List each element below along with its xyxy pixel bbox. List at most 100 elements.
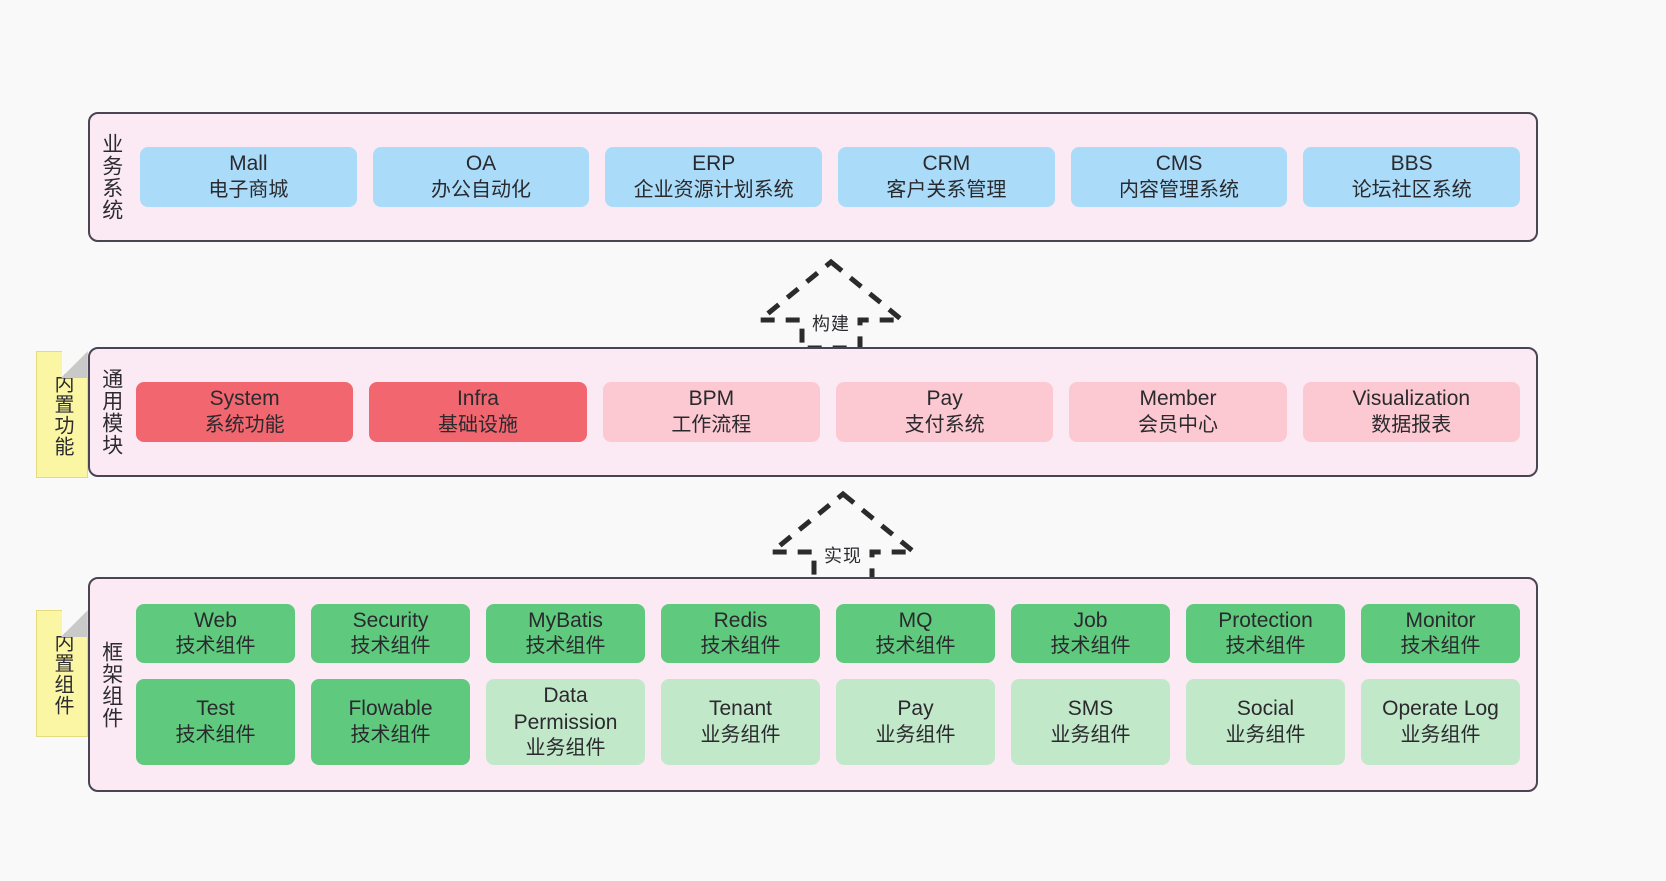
node-title: System xyxy=(209,387,280,411)
node-title: BPM xyxy=(688,387,735,411)
node-cms[interactable]: CMS 内容管理系统 xyxy=(1070,147,1288,207)
node-subtitle: 业务组件 xyxy=(525,737,606,760)
node-title: Visualization xyxy=(1352,387,1471,411)
node-title: Web xyxy=(194,608,237,632)
layer-row: Mall 电子商城 OA 办公自动化 ERP 企业资源计划系统 CRM 客户关系… xyxy=(140,147,1521,207)
layer-title-framework-component: 框架组件 xyxy=(99,640,123,729)
node-bpm[interactable]: BPM 工作流程 xyxy=(602,382,820,442)
node-subtitle: 业务组件 xyxy=(700,723,781,746)
node-title: Security xyxy=(352,608,429,632)
arrow-outline-implement xyxy=(768,490,918,582)
note-fold-icon xyxy=(62,610,88,636)
node-title: MQ xyxy=(898,608,933,632)
layer-body-business-system: Mall 电子商城 OA 办公自动化 ERP 企业资源计划系统 CRM 客户关系… xyxy=(132,114,1536,240)
node-sms[interactable]: SMS 业务组件 xyxy=(1011,679,1170,766)
node-title: Tenant xyxy=(708,697,773,721)
node-tenant[interactable]: Tenant 业务组件 xyxy=(661,679,820,766)
node-subtitle: 业务组件 xyxy=(1400,723,1481,746)
node-pay-component[interactable]: Pay 业务组件 xyxy=(836,679,995,766)
node-title: Monitor xyxy=(1405,608,1476,632)
node-subtitle: 会员中心 xyxy=(1137,413,1218,436)
node-pay-module[interactable]: Pay 支付系统 xyxy=(835,382,1054,442)
note-builtin-function[interactable]: 内置功能 xyxy=(36,351,88,478)
arrow-outline-build xyxy=(756,258,906,350)
node-erp[interactable]: ERP 企业资源计划系统 xyxy=(605,147,823,207)
layer-row: Test 技术组件 Flowable 技术组件 Data Permission … xyxy=(136,679,1520,766)
node-redis[interactable]: Redis 技术组件 xyxy=(661,603,820,664)
node-subtitle: 论坛社区系统 xyxy=(1351,178,1472,201)
node-mq[interactable]: MQ 技术组件 xyxy=(836,603,995,664)
node-web[interactable]: Web 技术组件 xyxy=(136,603,295,664)
node-crm[interactable]: CRM 客户关系管理 xyxy=(838,147,1055,207)
node-title: Protection xyxy=(1218,608,1313,632)
node-oa[interactable]: OA 办公自动化 xyxy=(372,147,590,207)
node-title: Flowable xyxy=(348,697,433,721)
node-subtitle: 技术组件 xyxy=(175,723,256,746)
note-label: 内置组件 xyxy=(51,631,73,716)
node-subtitle: 企业资源计划系统 xyxy=(633,178,794,201)
arrow-build: 构建 xyxy=(756,258,906,350)
node-subtitle: 系统功能 xyxy=(204,413,285,436)
node-title: Pay xyxy=(926,387,963,411)
layer-row: System 系统功能 Infra 基础设施 BPM 工作流程 Pay 支付系统… xyxy=(136,382,1520,442)
node-subtitle: 技术组件 xyxy=(350,723,431,746)
node-subtitle: 基础设施 xyxy=(437,413,518,436)
layer-body-common-module: System 系统功能 Infra 基础设施 BPM 工作流程 Pay 支付系统… xyxy=(132,349,1536,475)
node-title: Redis xyxy=(713,608,768,632)
node-title: Pay xyxy=(897,697,934,721)
node-title: CMS xyxy=(1155,152,1203,176)
node-title: MyBatis xyxy=(528,608,603,632)
node-title: ERP xyxy=(692,152,736,176)
node-job[interactable]: Job 技术组件 xyxy=(1011,603,1170,664)
arrow-implement: 实现 xyxy=(768,490,918,582)
node-social[interactable]: Social 业务组件 xyxy=(1186,679,1345,766)
node-title: CRM xyxy=(922,152,971,176)
node-subtitle: 业务组件 xyxy=(1225,723,1306,746)
node-subtitle: 技术组件 xyxy=(1050,635,1131,658)
node-title: Member xyxy=(1139,387,1217,411)
node-title: SMS xyxy=(1067,697,1114,721)
layer-body-framework-component: Web 技术组件 Security 技术组件 MyBatis 技术组件 Redi… xyxy=(132,579,1536,790)
node-subtitle: 业务组件 xyxy=(875,723,956,746)
node-subtitle: 工作流程 xyxy=(671,413,752,436)
node-bbs[interactable]: BBS 论坛社区系统 xyxy=(1303,147,1521,207)
node-mall[interactable]: Mall 电子商城 xyxy=(140,147,357,207)
node-flowable[interactable]: Flowable 技术组件 xyxy=(311,679,470,766)
node-subtitle: 数据报表 xyxy=(1371,413,1452,436)
node-data-permission[interactable]: Data Permission 业务组件 xyxy=(486,679,645,766)
layer-business-system[interactable]: 业务系统 Mall 电子商城 OA 办公自动化 ERP 企业资源计划系统 CRM… xyxy=(88,112,1538,242)
layer-title-common-module: 通用模块 xyxy=(99,368,123,456)
node-title: Data Permission xyxy=(513,684,618,734)
node-subtitle: 电子商城 xyxy=(208,178,289,201)
layer-framework-component[interactable]: 框架组件 Web 技术组件 Security 技术组件 MyBatis 技术组件… xyxy=(88,577,1538,792)
node-subtitle: 技术组件 xyxy=(350,635,431,658)
node-system[interactable]: System 系统功能 xyxy=(136,382,354,442)
node-title: Job xyxy=(1073,608,1108,632)
node-subtitle: 技术组件 xyxy=(700,635,781,658)
node-operate-log[interactable]: Operate Log 业务组件 xyxy=(1361,679,1520,766)
node-title: BBS xyxy=(1390,152,1433,176)
node-subtitle: 客户关系管理 xyxy=(886,178,1007,201)
node-security[interactable]: Security 技术组件 xyxy=(311,603,470,664)
node-infra[interactable]: Infra 基础设施 xyxy=(369,382,587,442)
node-visualization[interactable]: Visualization 数据报表 xyxy=(1302,382,1520,442)
layer-row: Web 技术组件 Security 技术组件 MyBatis 技术组件 Redi… xyxy=(136,603,1520,664)
node-monitor[interactable]: Monitor 技术组件 xyxy=(1361,603,1520,664)
note-label: 内置功能 xyxy=(51,372,73,457)
node-title: Social xyxy=(1236,697,1295,721)
node-subtitle: 技术组件 xyxy=(175,635,256,658)
node-subtitle: 支付系统 xyxy=(904,413,985,436)
note-fold-icon xyxy=(62,351,88,377)
node-subtitle: 技术组件 xyxy=(525,635,606,658)
node-protection[interactable]: Protection 技术组件 xyxy=(1186,603,1345,664)
node-member[interactable]: Member 会员中心 xyxy=(1069,382,1287,442)
node-mybatis[interactable]: MyBatis 技术组件 xyxy=(486,603,645,664)
node-subtitle: 技术组件 xyxy=(875,635,956,658)
node-title: Test xyxy=(196,697,235,721)
node-subtitle: 业务组件 xyxy=(1050,723,1131,746)
note-builtin-component[interactable]: 内置组件 xyxy=(36,610,88,737)
node-subtitle: 技术组件 xyxy=(1225,635,1306,658)
node-test[interactable]: Test 技术组件 xyxy=(136,679,295,766)
layer-common-module[interactable]: 通用模块 System 系统功能 Infra 基础设施 BPM 工作流程 Pay… xyxy=(88,347,1538,477)
